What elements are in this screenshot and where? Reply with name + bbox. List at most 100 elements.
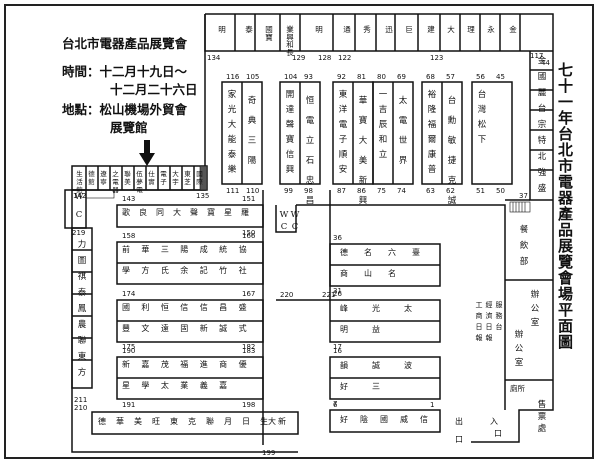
booth-label: 商	[219, 360, 228, 369]
booth-label: 台	[447, 96, 457, 106]
booth-number: 174	[122, 290, 136, 298]
booth-label: 電子	[160, 170, 167, 186]
booth-label: 利	[141, 303, 150, 312]
wc-label: C	[75, 210, 83, 220]
booth-label: 立	[378, 150, 388, 160]
booth-label: 嘉	[219, 381, 228, 390]
booth-label: 羅	[241, 208, 249, 217]
booth-label: 前	[122, 245, 130, 254]
booth-label: 明	[218, 25, 226, 34]
booth-label: 界	[398, 156, 408, 166]
booth-number: 57	[446, 73, 455, 81]
booth-label: 石	[305, 156, 315, 166]
booth-label: 好	[340, 382, 348, 391]
booth-number: 50	[496, 187, 505, 195]
booth-label: 恒	[305, 96, 315, 106]
booth-label: 進	[199, 360, 208, 369]
office-label: 室	[514, 358, 524, 368]
wc-label: C	[280, 222, 288, 232]
booth-label: 信	[420, 415, 428, 424]
booth-number: 167	[242, 290, 256, 298]
booth-number: 7	[333, 400, 338, 408]
booth-label: 寶	[358, 116, 368, 126]
booth-label: 通	[343, 25, 351, 34]
office-label: 公	[530, 304, 540, 314]
toilet-label: 廁所	[510, 384, 525, 393]
ticket-office-label: 票	[537, 412, 547, 422]
booth-number: 80	[377, 73, 386, 81]
booth-label: 大	[358, 136, 368, 146]
booth-number: 104	[284, 73, 298, 81]
booth-number: 6	[333, 401, 338, 409]
booth-label: 星	[122, 381, 130, 390]
booth-label: 方	[141, 266, 150, 275]
booth-number: 62	[446, 187, 455, 195]
booth-label: 伍夢電	[136, 170, 143, 194]
booth-label: 金	[537, 56, 547, 66]
booth-label: 金	[509, 25, 517, 34]
booth-label: 誠	[447, 196, 457, 206]
booth-number: 74	[397, 187, 406, 195]
booth-number: 134	[207, 54, 221, 62]
service-label: 報	[475, 334, 483, 342]
booth-label: 盛	[238, 303, 247, 312]
booth-label: 信	[285, 150, 295, 160]
booth-label: 興	[285, 165, 295, 175]
food-counter-label: 部	[519, 257, 529, 267]
booth-label: 克	[188, 417, 196, 426]
booth-label: 山	[364, 269, 372, 278]
booth-label: 余	[180, 266, 189, 275]
booth-label: 氏	[160, 266, 169, 275]
booth-label: 新	[199, 324, 208, 333]
booth-label: 韻	[340, 361, 348, 370]
booth-label: 隆	[427, 105, 437, 115]
exit-label: 口	[455, 435, 463, 444]
booth-label: 華	[116, 417, 124, 426]
booth-label: 陰	[360, 415, 368, 424]
plan-frame	[4, 4, 594, 459]
booth-label: 聯	[77, 336, 87, 346]
booth-number: 99	[284, 187, 293, 195]
booth-label: 記	[199, 266, 208, 275]
service-label: 務	[495, 312, 503, 320]
booth-label: 大	[173, 208, 181, 217]
booth-label: 誠	[219, 324, 228, 333]
booth-label: 光	[372, 304, 380, 313]
booth-number: 16	[333, 347, 342, 355]
booth-label: 勳	[447, 116, 457, 126]
booth-label: 康	[427, 150, 437, 160]
booth-label: 吉	[378, 105, 388, 115]
booth-number: 150	[242, 229, 256, 237]
booth-label: 能	[227, 135, 237, 145]
booth-label: 麗	[537, 88, 547, 98]
booth-label: 德	[98, 417, 106, 426]
entry-label: 入	[490, 417, 498, 426]
booth-label: 巨	[405, 25, 413, 34]
booth-label: 迅	[385, 25, 393, 34]
expo-time-2: 十二月二十六日	[110, 82, 198, 97]
booth-label: 典	[247, 116, 257, 126]
booth-label: 社	[238, 266, 247, 275]
booth-label: 電	[305, 116, 315, 126]
booth-label: 三	[372, 382, 380, 391]
booth-label: 昌	[219, 303, 228, 312]
entry-label: 口	[494, 429, 502, 438]
booth-label: 美	[358, 156, 368, 166]
booth-number: 110	[246, 187, 260, 195]
booth-label: 昌	[305, 196, 315, 206]
booth-label: 北	[537, 152, 547, 162]
booth-number: 142	[73, 192, 87, 200]
service-label: 工	[475, 301, 483, 309]
ticket-office-label: 處	[537, 424, 547, 434]
booth-number: 69	[397, 73, 406, 81]
booth-label: 學	[141, 381, 150, 390]
wc-label: W	[74, 192, 84, 202]
booth-number: 123	[430, 54, 444, 62]
wc-label: W	[290, 210, 300, 220]
booth-number: 63	[426, 187, 435, 195]
booth-label: 新	[122, 360, 130, 369]
booth-label: 國	[380, 415, 388, 424]
booth-label: 強	[537, 168, 547, 178]
booth-label: 歌	[122, 208, 130, 217]
booth-label: 辰	[378, 120, 388, 130]
